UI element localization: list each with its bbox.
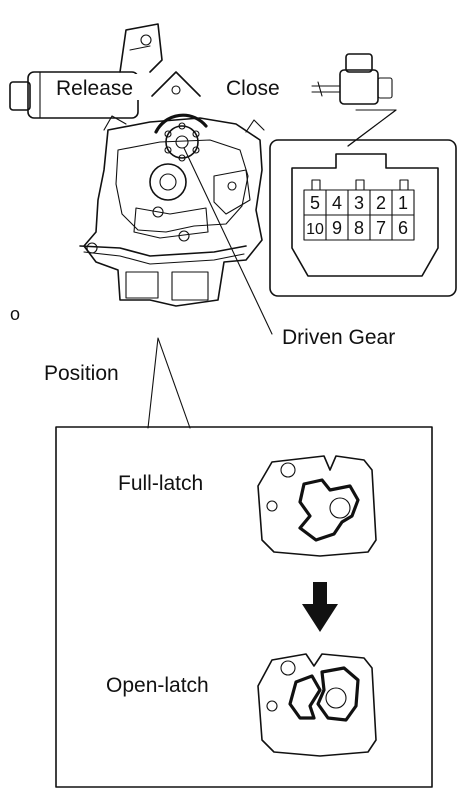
connector-face: 5 4 3 2 1 10 9 8 7 6 [269,139,457,297]
motor [9,23,163,119]
position-box [55,426,433,788]
position-callout [147,337,191,429]
pin-5: 5 [310,193,320,213]
pin-6: 6 [398,218,408,238]
pin-8: 8 [354,218,364,238]
connector-plug [311,53,393,105]
pin-9: 9 [332,218,342,238]
full-latch-illustration [257,455,377,557]
release-label: Release [56,77,133,100]
marker-o: o [10,304,20,324]
full-latch-label: Full-latch [118,472,203,495]
door-lock-assembly [9,23,265,307]
pin-3: 3 [354,193,364,213]
driven-gear-leader [183,147,273,335]
close-label: Close [226,77,280,100]
open-latch-label: Open-latch [106,674,209,697]
driven-gear [154,113,208,162]
driven-gear-label: Driven Gear [282,326,395,349]
open-latch-illustration [257,653,377,757]
down-arrow-icon [302,582,338,632]
pin-10: 10 [306,221,324,238]
pin-2: 2 [376,193,386,213]
pin-7: 7 [376,218,386,238]
pin-4: 4 [332,193,342,213]
position-label: Position [44,362,119,385]
pin-1: 1 [398,193,408,213]
